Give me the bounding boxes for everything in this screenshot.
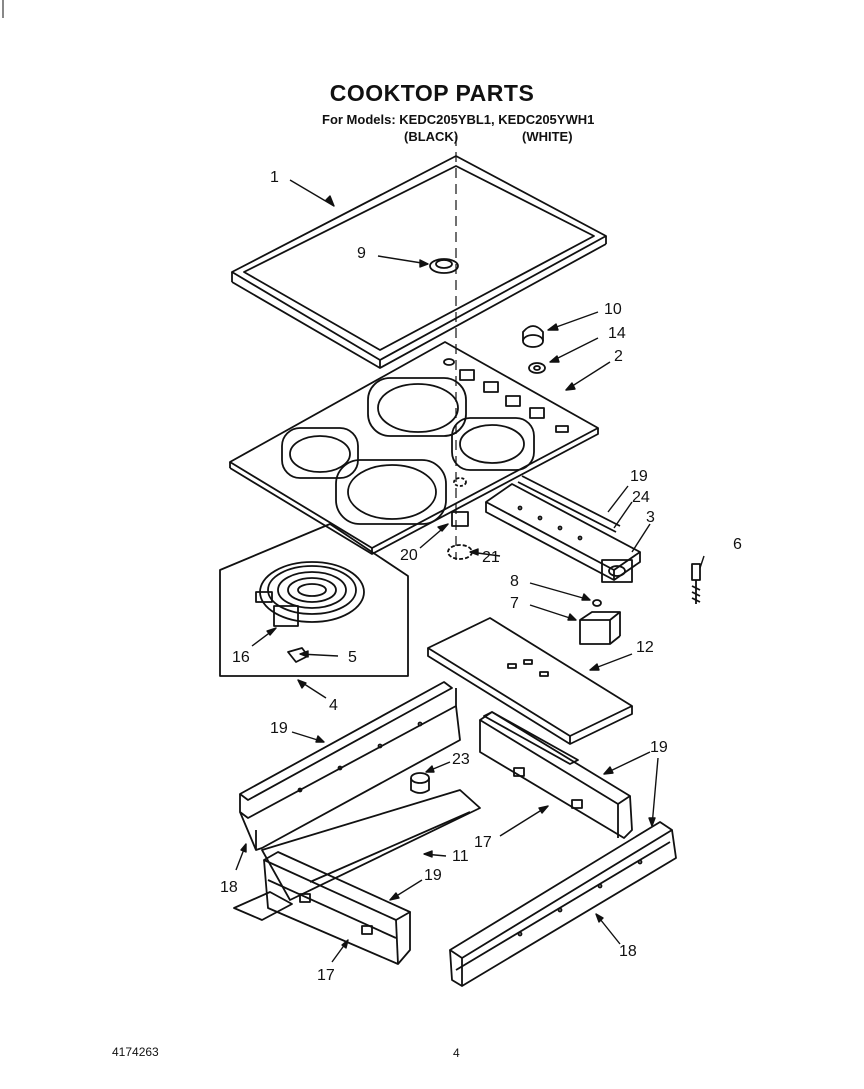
color-black-label: (BLACK)	[404, 129, 459, 144]
document-number: 4174263	[112, 1045, 159, 1059]
callout-23: 23	[452, 751, 470, 768]
part-14-washer	[528, 362, 546, 374]
callout-1: 1	[270, 169, 279, 186]
element-inset-box	[219, 523, 409, 677]
callout-8: 8	[510, 573, 519, 590]
page-number: 4	[453, 1046, 460, 1060]
callout-19-top: 19	[630, 468, 648, 485]
part-7-switch	[579, 611, 621, 645]
part-23	[410, 772, 430, 784]
callout-18-left: 18	[220, 879, 238, 896]
callout-12: 12	[636, 639, 654, 656]
callout-18-right: 18	[619, 943, 637, 960]
callout-19-front: 19	[424, 867, 442, 884]
callout-2: 2	[614, 348, 623, 365]
callout-14: 14	[608, 325, 626, 342]
glass-cooktop	[229, 341, 599, 555]
page-title: COOKTOP PARTS	[329, 80, 535, 106]
callout-19-left: 19	[270, 720, 288, 737]
rear-bracket	[479, 711, 633, 839]
callout-17-center: 17	[474, 834, 492, 851]
part-12-plate	[427, 617, 633, 745]
left-side-bracket	[239, 681, 461, 851]
callout-17-left: 17	[317, 967, 335, 984]
front-left-bracket	[263, 851, 411, 965]
callout-19-right: 19	[650, 739, 668, 756]
callout-24: 24	[632, 489, 650, 506]
model-numbers: For Models: KEDC205YBL1, KEDC205YWH1	[322, 112, 595, 127]
part-10-knob	[522, 334, 544, 348]
leader-lines	[235, 179, 705, 963]
control-bracket	[485, 475, 641, 583]
part-8	[592, 599, 602, 607]
callout-10: 10	[604, 301, 622, 318]
color-white-label: (WHITE)	[522, 129, 573, 144]
bottom-tray	[233, 789, 481, 921]
callout-4: 4	[329, 697, 338, 714]
front-right-bracket	[449, 821, 677, 987]
part-9	[429, 258, 459, 274]
part-6-screw	[691, 563, 701, 604]
callout-20: 20	[400, 547, 418, 564]
callout-6: 6	[733, 536, 742, 553]
callout-16: 16	[232, 649, 250, 666]
callout-5: 5	[348, 649, 357, 666]
callout-3: 3	[646, 509, 655, 526]
callout-21: 21	[482, 549, 500, 566]
cooktop-frame	[231, 155, 607, 369]
callout-11: 11	[452, 848, 469, 865]
callout-7: 7	[510, 595, 519, 612]
callout-9: 9	[357, 245, 366, 262]
